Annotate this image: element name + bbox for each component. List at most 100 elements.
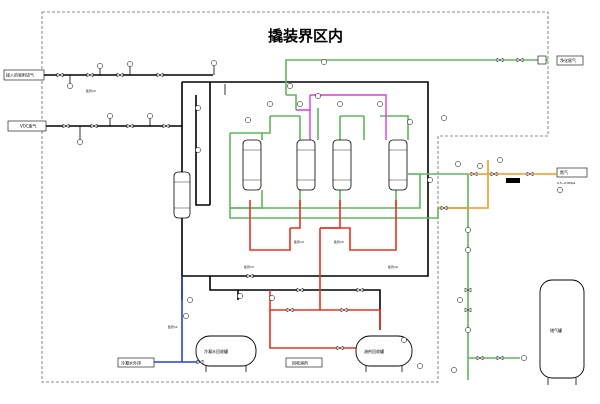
valve-symbol (196, 359, 204, 365)
pressure-regulator (506, 178, 520, 183)
header-tag-11: 集管11 (168, 324, 178, 329)
instrument-bubble (427, 177, 433, 183)
valve-symbols (56, 57, 534, 365)
solvent-tank: 溶剂回收罐 (355, 335, 413, 372)
silencer (537, 55, 547, 65)
outlet-solvent: 回收溶剂 (285, 357, 323, 368)
green-lines (229, 59, 548, 380)
header-tag-13: 集管13 (244, 264, 254, 269)
instrument-bubble (127, 61, 133, 67)
instrument-bubble (269, 295, 275, 301)
instrument-bubble (237, 293, 243, 299)
skid-boundary (41, 11, 549, 383)
instrument-bubble (417, 363, 423, 369)
instrument-bubble (77, 139, 83, 145)
instrument-bubble (245, 117, 251, 123)
valve-symbol (90, 123, 98, 129)
instrument-bubble (465, 327, 471, 333)
instrument-bubble (183, 313, 189, 319)
instrument-bubble (187, 297, 193, 303)
valve-symbol (516, 57, 524, 63)
adsorber-column-1 (242, 139, 262, 191)
svg-text:VOC废气: VOC废气 (20, 123, 37, 129)
instrument-bubble (147, 113, 153, 119)
svg-text:冷凝水回收罐: 冷凝水回收罐 (204, 348, 228, 354)
valve-symbol (56, 72, 64, 78)
valve-symbol (296, 287, 304, 293)
instrument-bubble (267, 101, 273, 107)
instrument-bubble (477, 163, 483, 169)
instrument-bubble (497, 157, 503, 163)
valve-symbol (162, 123, 170, 129)
valve-symbol (156, 72, 164, 78)
instrument-bubble (211, 60, 217, 66)
instrument-bubble (97, 63, 103, 69)
outlet-water: 冷凝水外排 (117, 357, 155, 368)
inlet-top-left: 接入的吸附进气 (3, 69, 45, 81)
instrument-bubble (287, 83, 293, 89)
valve-symbol (116, 72, 124, 78)
instrument-bubble (195, 105, 201, 111)
outlet-nitrogen: 氮气 0.5~0.6Mpa (556, 167, 588, 185)
filter-column (173, 171, 191, 219)
instrument-bubble (195, 147, 201, 153)
black-process-lines (44, 74, 429, 330)
instrument-bubble (465, 227, 471, 233)
valve-symbol (336, 345, 344, 351)
diagram-title: 撬装界区内 (268, 27, 343, 45)
instrument-bubble (315, 93, 321, 99)
instrument-bubble (321, 59, 327, 65)
valve-symbol (496, 355, 504, 361)
air-receiver-tank: 储气罐 (539, 279, 585, 385)
valve-symbol (464, 307, 472, 313)
valve-symbol (86, 72, 94, 78)
header-tag-14: 集管14 (294, 239, 304, 244)
instrument-bubble (67, 83, 73, 89)
valve-symbol (526, 171, 534, 177)
red-lines (249, 200, 397, 349)
instrument-bubbles (67, 59, 563, 373)
valve-symbol (356, 287, 364, 293)
outlet-top-right: 净化尾气 (556, 55, 584, 66)
svg-text:冷凝水外排: 冷凝水外排 (121, 360, 141, 366)
svg-text:氮气: 氮气 (560, 169, 568, 175)
instrument-bubble (457, 297, 463, 303)
svg-text:接入的吸附进气: 接入的吸附进气 (6, 72, 34, 78)
valve-symbol (126, 123, 134, 129)
instrument-bubble (521, 355, 527, 361)
header-tag-12: 集管12 (86, 88, 96, 93)
valve-symbol (440, 205, 448, 211)
valve-symbol (340, 307, 348, 313)
svg-text:回收溶剂: 回收溶剂 (292, 360, 308, 366)
valve-symbol (476, 355, 484, 361)
valve-symbol (496, 57, 504, 63)
instrument-bubble (297, 101, 303, 107)
instrument-bubble (557, 187, 563, 193)
svg-text:储气罐: 储气罐 (550, 327, 562, 333)
valve-symbol (246, 273, 254, 279)
orange-lines (438, 160, 557, 209)
svg-text:净化尾气: 净化尾气 (560, 57, 576, 63)
adsorber-column-4 (388, 139, 408, 191)
svg-text:溶剂回收罐: 溶剂回收罐 (364, 348, 384, 354)
instrument-bubble (377, 101, 383, 107)
instrument-bubble (465, 247, 471, 253)
valve-symbol (286, 307, 294, 313)
adsorber-column-2 (296, 139, 316, 191)
instrument-bubble (451, 367, 457, 373)
valve-symbol (464, 287, 472, 293)
adsorber-column-3 (332, 139, 352, 191)
valve-symbol (490, 171, 498, 177)
instrument-bubble (441, 115, 447, 121)
valve-symbol (62, 123, 70, 129)
header-tag-16: 集管16 (388, 264, 398, 269)
black-thin-lines (69, 65, 226, 140)
magenta-lines (296, 94, 387, 140)
instrument-bubble (401, 337, 407, 343)
valve-symbol (470, 171, 478, 177)
instrument-bubble (407, 119, 413, 125)
header-tag-15: 集管15 (334, 239, 344, 244)
svg-text:0.5~0.6Mpa: 0.5~0.6Mpa (557, 181, 576, 185)
